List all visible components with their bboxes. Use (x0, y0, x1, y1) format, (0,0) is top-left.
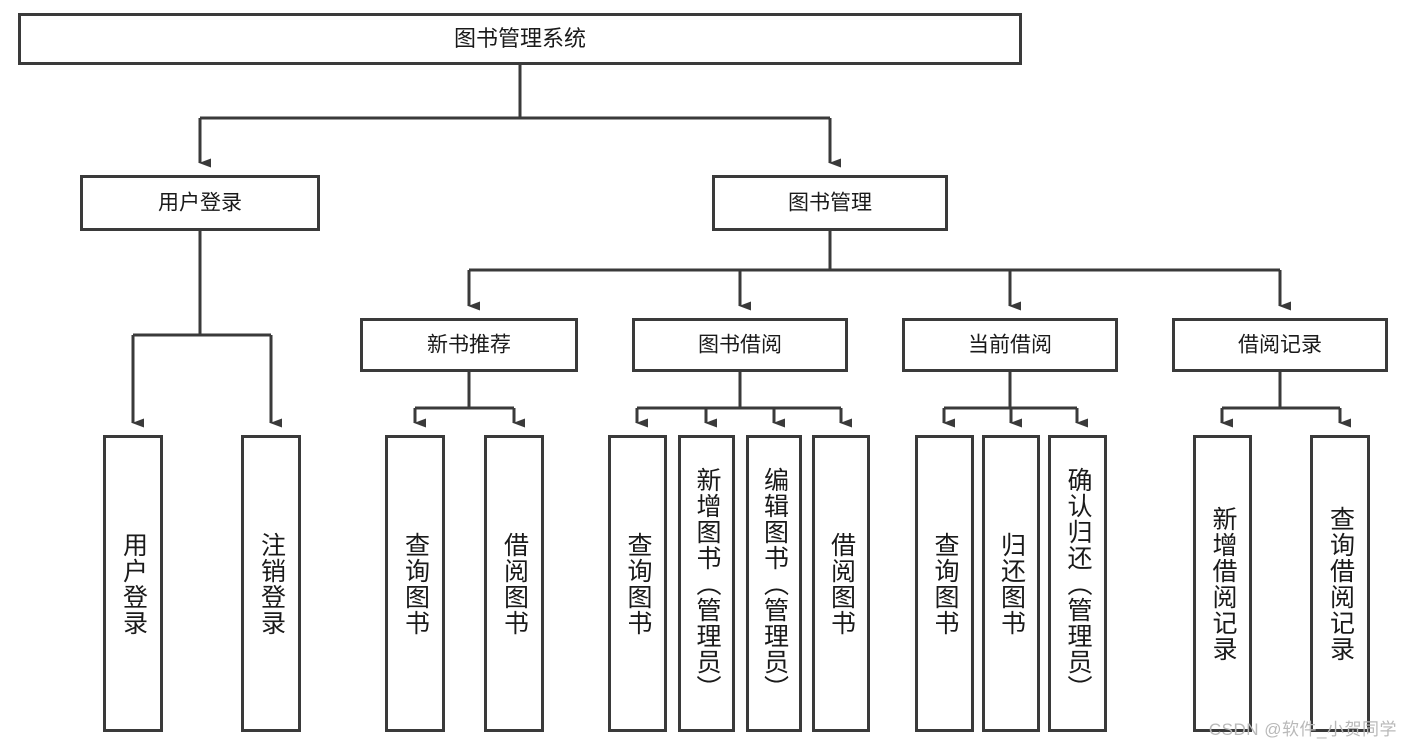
level2-node-label-2: 当前借阅 (968, 334, 1052, 357)
leaf-node-box-3[interactable] (484, 435, 544, 732)
level2-node-label-1: 图书借阅 (698, 334, 782, 357)
level1-node-label-1: 图书管理 (788, 192, 872, 215)
leaf-node-box-6[interactable] (746, 435, 802, 732)
leaf-node-box-1[interactable] (241, 435, 301, 732)
leaf-node-box-5[interactable] (678, 435, 735, 732)
level2-node-label-0: 新书推荐 (427, 334, 511, 357)
root-node-box-0[interactable] (18, 13, 1022, 65)
leaf-node-box-2[interactable] (385, 435, 445, 732)
level2-node-box-3[interactable] (1172, 318, 1388, 372)
level2-node-box-1[interactable] (632, 318, 848, 372)
root-node-label-0: 图书管理系统 (454, 26, 586, 51)
leaf-node-box-4[interactable] (608, 435, 667, 732)
level1-node-box-1[interactable] (712, 175, 948, 231)
level1-node-label-0: 用户登录 (158, 192, 242, 215)
level1-node-box-0[interactable] (80, 175, 320, 231)
leaf-node-box-7[interactable] (812, 435, 870, 732)
leaf-node-box-8[interactable] (915, 435, 974, 732)
connector-edges (131, 65, 1351, 428)
leaf-node-box-10[interactable] (1048, 435, 1107, 732)
csdn-watermark: CSDN @软件_小贺同学 (1208, 720, 1397, 739)
leaf-node-box-9[interactable] (982, 435, 1040, 732)
level2-node-box-2[interactable] (902, 318, 1118, 372)
leaf-node-box-12[interactable] (1310, 435, 1370, 732)
leaf-node-box-0[interactable] (103, 435, 163, 732)
level2-node-label-3: 借阅记录 (1238, 334, 1322, 357)
leaf-node-box-11[interactable] (1193, 435, 1252, 732)
level2-node-box-0[interactable] (360, 318, 578, 372)
node-boxes (18, 13, 1388, 732)
